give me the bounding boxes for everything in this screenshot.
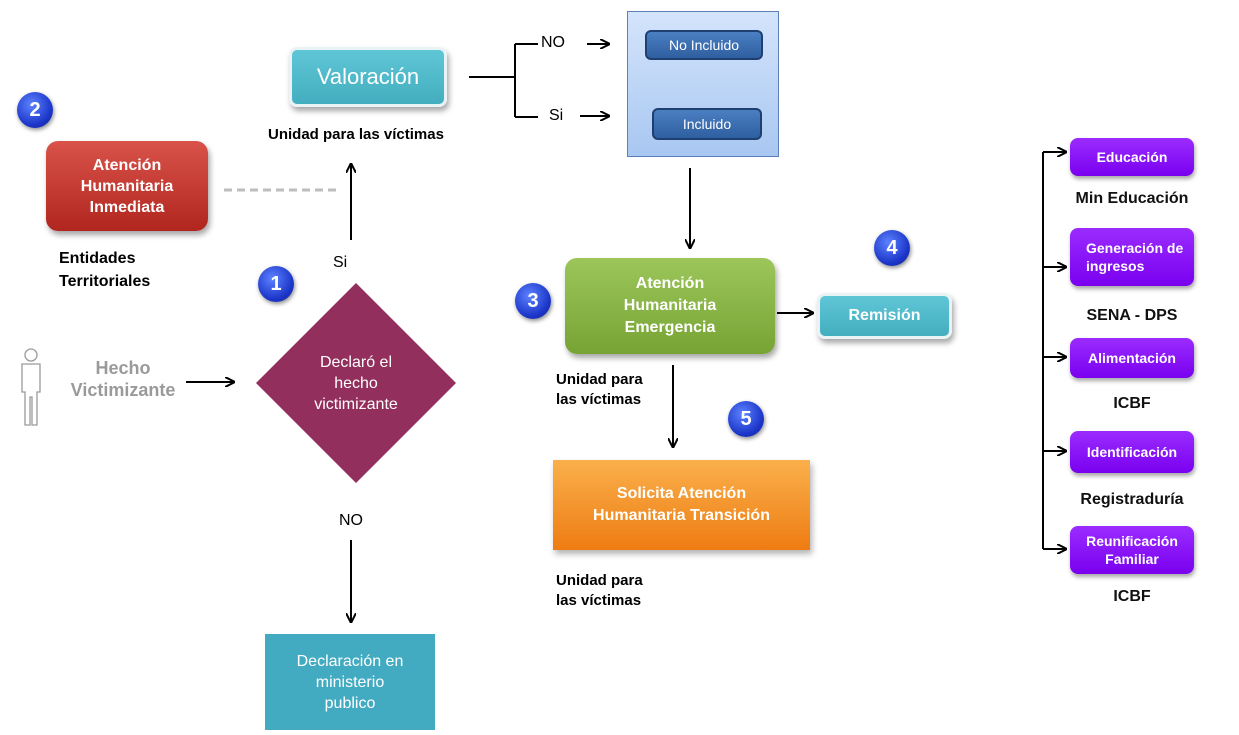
remision-box[interactable]: Remisión bbox=[817, 293, 952, 339]
step-badge-3: 3 bbox=[515, 283, 551, 319]
decision-text: Declaró el hecho victimizante bbox=[314, 353, 398, 413]
agency-min-educacion: Min Educación bbox=[1075, 190, 1189, 207]
person-icon bbox=[21, 348, 41, 426]
agency-icbf-2: ICBF bbox=[1113, 588, 1151, 605]
si-decision-label: Si bbox=[333, 254, 348, 271]
unidad-transicion-label: Unidad para las víctimas bbox=[556, 572, 643, 609]
step-badge-5: 5 bbox=[728, 401, 764, 437]
service-reunificacion-familiar[interactable]: Reunificación Familiar bbox=[1070, 526, 1194, 574]
inclusion-panel: No Incluido Incluido bbox=[627, 11, 779, 157]
no-branch-label: NO bbox=[541, 34, 565, 51]
agency-icbf-1: ICBF bbox=[1113, 395, 1151, 412]
entidades-territoriales-label: Entidades Territoriales bbox=[59, 250, 151, 290]
atencion-inmediata-box[interactable]: Atención Humanitaria Inmediata bbox=[46, 141, 208, 231]
service-identificacion[interactable]: Identificación bbox=[1070, 431, 1194, 473]
incluido-box[interactable]: Incluido bbox=[652, 108, 762, 140]
no-incluido-box[interactable]: No Incluido bbox=[645, 30, 763, 60]
step-badge-1: 1 bbox=[258, 266, 294, 302]
service-educacion[interactable]: Educación bbox=[1070, 138, 1194, 176]
step-badge-2: 2 bbox=[17, 92, 53, 128]
atencion-transicion-box[interactable]: Solicita Atención Humanitaria Transición bbox=[553, 460, 810, 550]
hecho-victimizante-label: Hecho Victimizante bbox=[70, 358, 176, 400]
agency-registraduria: Registraduría bbox=[1080, 491, 1184, 508]
si-branch-label: Si bbox=[549, 107, 564, 124]
service-generacion-ingresos[interactable]: Generación de ingresos bbox=[1070, 228, 1194, 286]
service-alimentacion[interactable]: Alimentación bbox=[1070, 338, 1194, 378]
valoracion-box[interactable]: Valoración bbox=[289, 47, 447, 107]
no-decision-label: NO bbox=[339, 512, 363, 529]
atencion-emergencia-box[interactable]: Atención Humanitaria Emergencia bbox=[565, 258, 775, 354]
declaracion-ministerio-box[interactable]: Declaración en ministerio publico bbox=[265, 634, 435, 730]
agency-sena-dps: SENA - DPS bbox=[1086, 307, 1178, 324]
step-badge-4: 4 bbox=[874, 230, 910, 266]
unidad-emergencia-label: Unidad para las víctimas bbox=[556, 371, 643, 408]
unidad-victimas-label: Unidad para las víctimas bbox=[268, 126, 444, 143]
